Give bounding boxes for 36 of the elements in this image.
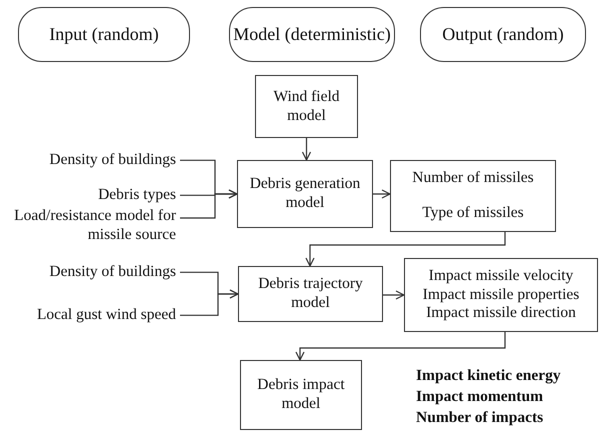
node-text: Debris trajectory model [257,275,364,313]
node-text: Impact missile properties [422,286,580,304]
node-text: Input (random) [49,24,159,46]
node-text: Type of missiles [422,204,524,223]
input-text: Debris types [98,186,176,205]
node-text: Output (random) [442,24,564,46]
node-text: Wind field model [272,88,341,126]
input-text: Density of buildings [49,151,176,170]
node-text: Impact missile direction [426,304,576,323]
result-text: Impact kinetic energy [416,366,561,386]
node-text: Number of missiles [412,169,534,188]
process-box [240,360,362,430]
arrow [373,189,391,199]
arrow [302,138,312,161]
arrow [180,189,238,219]
result-text: Impact momentum [416,387,543,406]
process-box [238,266,383,322]
node-text: Debris generation model [248,175,362,213]
arrow [305,232,506,267]
process-box [237,160,373,228]
arrow [180,289,239,316]
output-box [404,258,598,332]
terminal-pill [18,7,190,62]
arrow [295,332,506,361]
process-box [255,75,358,138]
output-box [390,160,556,232]
input-text: Local gust wind speed [36,306,176,325]
input-text: Density of buildings [49,263,176,282]
result-text: Number of impacts [416,408,544,428]
terminal-pill [229,7,395,62]
input-text: Load/resistance model for missile source [0,207,176,244]
arrow [383,290,405,300]
node-text: Model (deterministic) [233,24,391,46]
node-text: Debris impact model [256,376,346,414]
node-text: Impact missile velocity [428,267,574,286]
terminal-pill [420,7,586,62]
